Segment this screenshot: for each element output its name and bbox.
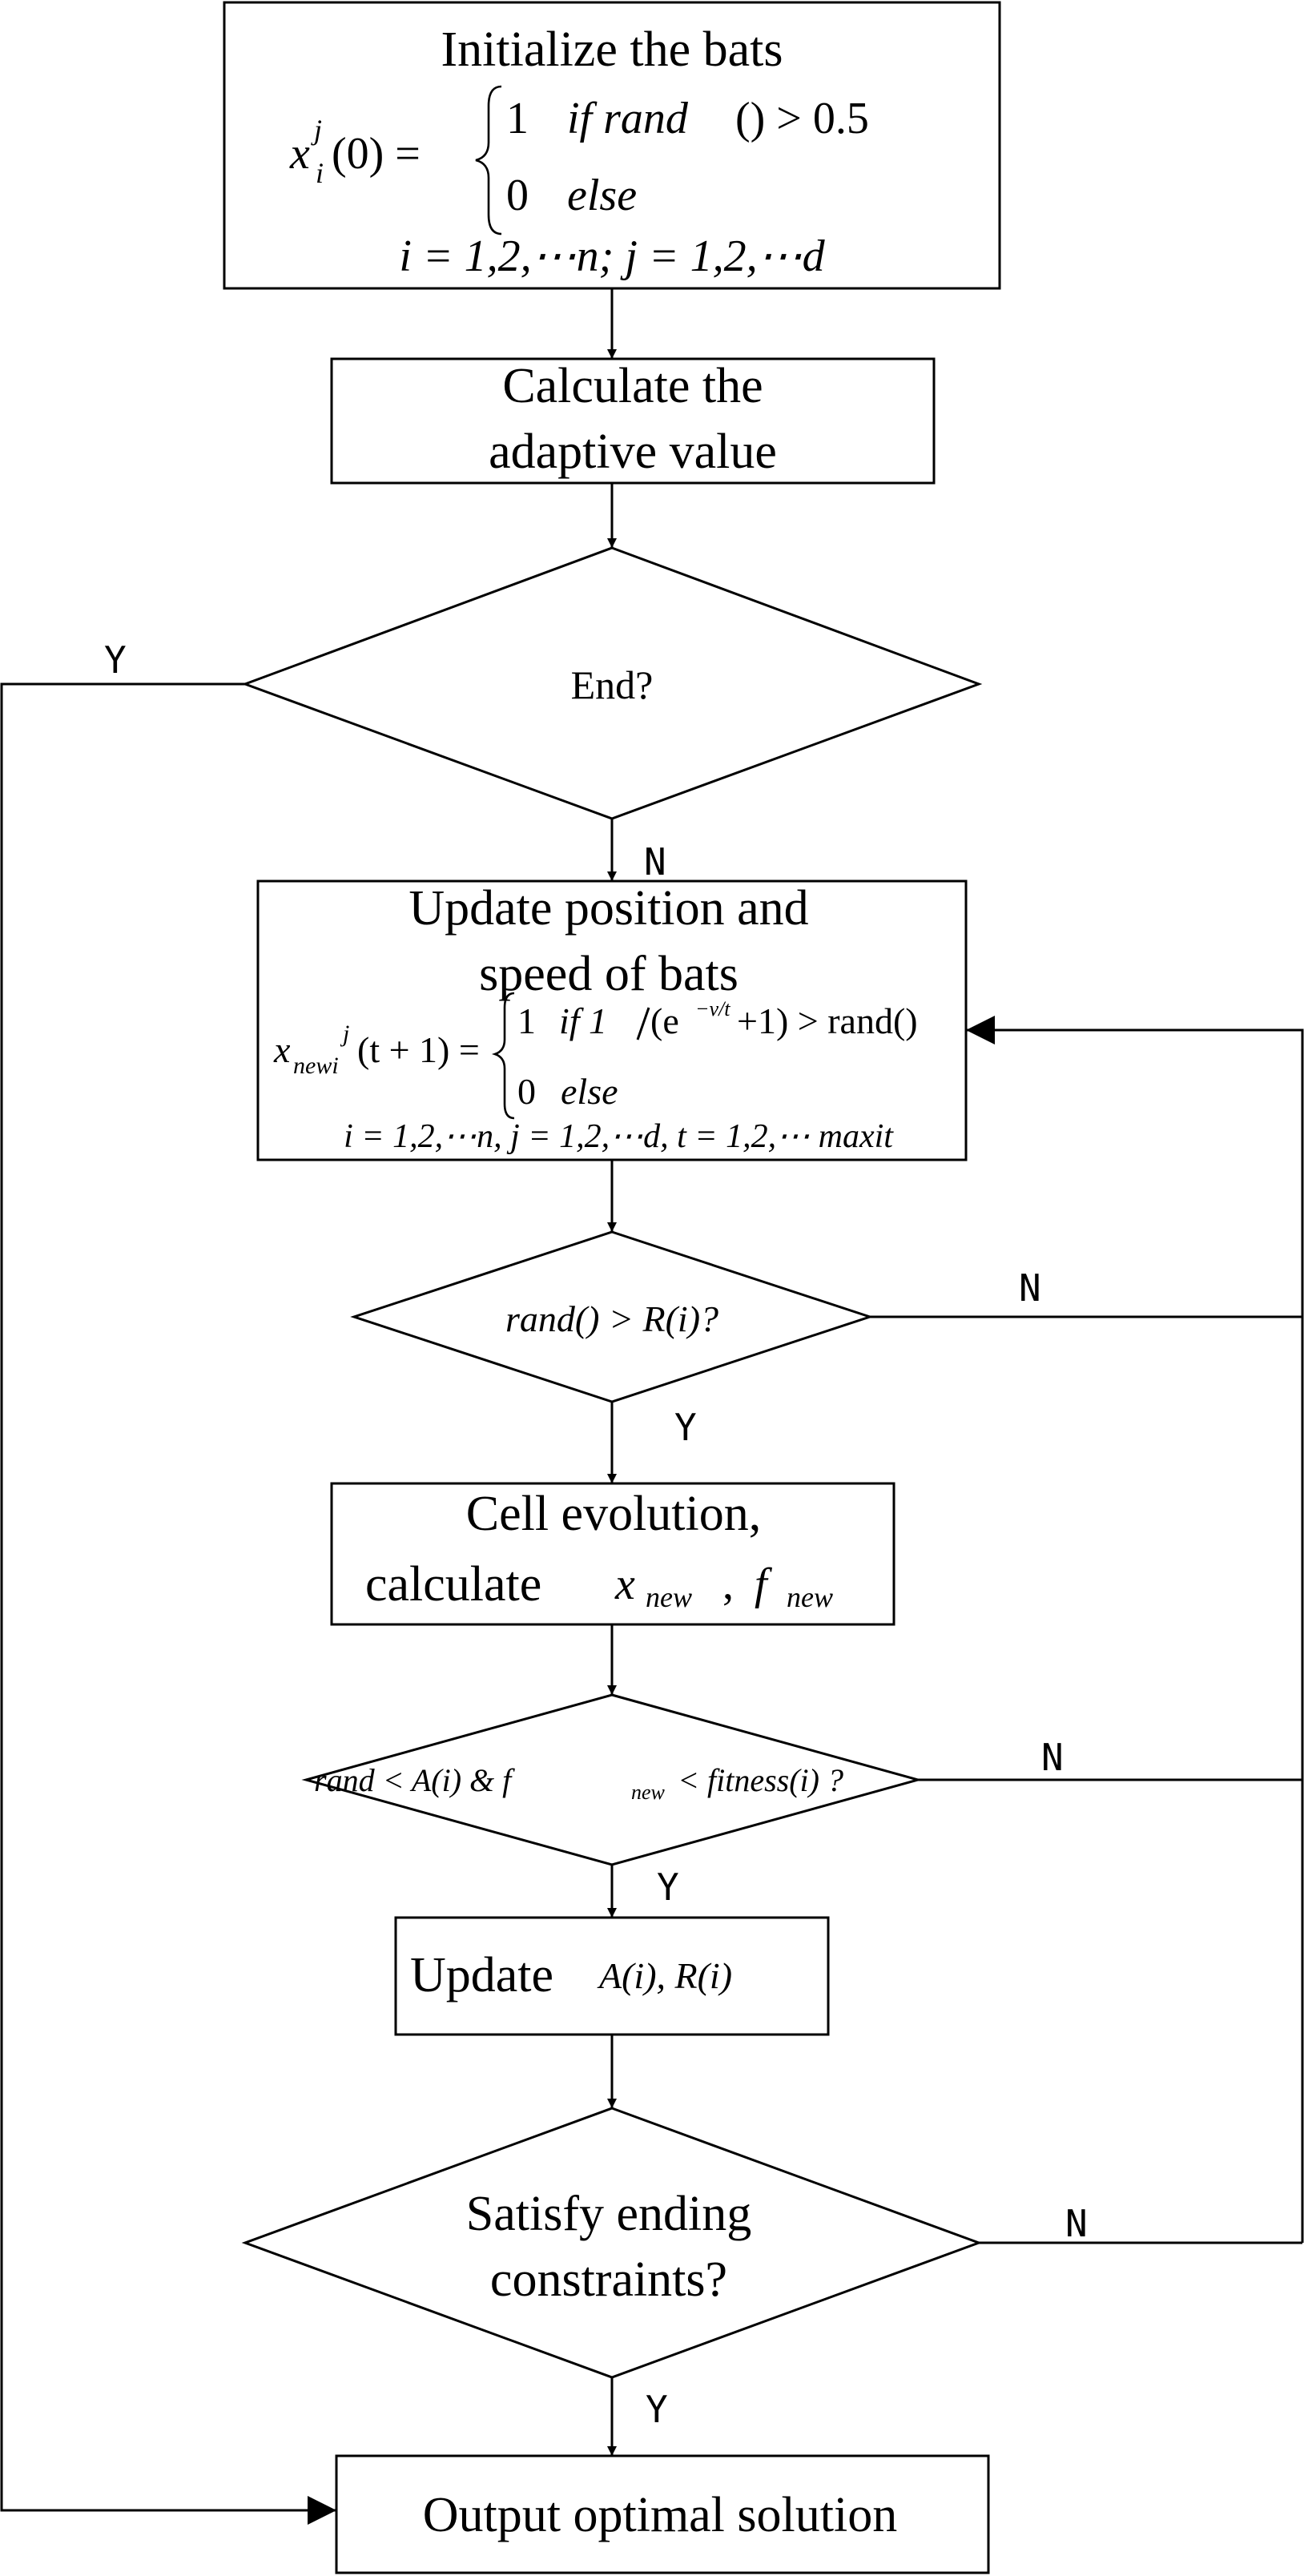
- accept-yes-label: Y: [657, 1866, 679, 1909]
- arrow-end-yes-to-output: [0, 682, 336, 2525]
- svg-text:i: i: [316, 157, 324, 189]
- end-decision: End?: [241, 546, 983, 820]
- svg-text:+1) > rand(): +1) > rand(): [737, 1000, 918, 1041]
- svg-text:x: x: [273, 1029, 291, 1070]
- brace: [475, 85, 502, 235]
- update-line2: speed of bats: [479, 947, 739, 1001]
- svg-text:rand < A(i) & f: rand < A(i) & f: [314, 1762, 515, 1798]
- svg-text:(e: (e: [650, 1000, 679, 1041]
- end-yes-label: Y: [104, 638, 127, 682]
- svg-text:< fitness(i) ?: < fitness(i) ?: [678, 1762, 843, 1798]
- rand-no-label: N: [1019, 1266, 1041, 1310]
- satisfy-line1: Satisfy ending: [466, 2187, 751, 2241]
- initialize-box: Initialize the bats x j i (0) = 1 if ran…: [223, 1, 1001, 290]
- svg-text:j: j: [340, 1020, 349, 1047]
- svg-text:new: new: [631, 1781, 666, 1804]
- rand-decision-label: rand() > R(i)?: [505, 1298, 718, 1339]
- cell-evolution-box: Cell evolution, calculate x new , f new: [330, 1482, 895, 1626]
- calculate-box: Calculate the adaptive value: [330, 357, 936, 485]
- update-line1: Update position and: [409, 881, 808, 936]
- calculate-line1: Calculate the: [502, 359, 763, 413]
- svg-text:if 1: if 1: [559, 1000, 607, 1041]
- svg-text:x: x: [614, 1560, 635, 1609]
- update-ar-box: Update A(i), R(i): [394, 1916, 830, 2036]
- rand-yes-label: Y: [674, 1406, 697, 1449]
- cell-line1: Cell evolution,: [466, 1487, 762, 1541]
- update-range: i = 1,2,⋯n, j = 1,2,⋯d, t = 1,2,⋯ maxit: [344, 1118, 894, 1155]
- satisfy-no-label: N: [1065, 2202, 1088, 2245]
- accept-no-label: N: [1041, 1736, 1064, 1779]
- update-position-box: Update position and speed of bats x newi…: [256, 879, 968, 1161]
- update-ar-word: Update: [410, 1948, 553, 2002]
- output-label: Output optimal solution: [423, 2488, 897, 2542]
- svg-text:else: else: [561, 1071, 618, 1112]
- svg-text:else: else: [567, 171, 637, 220]
- update-equation: x newi j (t + 1) = 1 if 1 (e −v/t +1) > …: [273, 992, 918, 1120]
- satisfy-decision: Satisfy ending constraints?: [241, 2107, 983, 2379]
- cell-line2: calculate: [365, 1557, 541, 1612]
- svg-text:(0) =: (0) =: [332, 129, 421, 179]
- initialize-equation: x j i (0) = 1 if rand () > 0.5 0 else: [289, 85, 869, 235]
- svg-text:j: j: [311, 114, 322, 146]
- satisfy-yes-label: Y: [646, 2388, 668, 2431]
- svg-text:x: x: [289, 129, 310, 179]
- satisfy-line2: constraints?: [490, 2252, 727, 2307]
- brace: [491, 992, 515, 1120]
- update-ar-params: A(i), R(i): [597, 1955, 732, 1996]
- initialize-title: Initialize the bats: [441, 22, 783, 77]
- svg-text:1: 1: [517, 1000, 536, 1041]
- arrow-feedback-to-update: [966, 1016, 1304, 2243]
- svg-text:,: ,: [722, 1560, 734, 1609]
- svg-text:newi: newi: [293, 1053, 339, 1079]
- calculate-line2: adaptive value: [489, 425, 777, 479]
- svg-text:−v/t: −v/t: [695, 997, 730, 1020]
- svg-text:() > 0.5: () > 0.5: [735, 94, 869, 143]
- svg-text:if rand: if rand: [567, 94, 689, 143]
- svg-text:new: new: [646, 1581, 692, 1613]
- svg-text:new: new: [787, 1581, 833, 1613]
- svg-text:0: 0: [506, 171, 529, 220]
- end-no-label: N: [644, 840, 666, 883]
- initialize-range: i = 1,2,⋯n; j = 1,2,⋯d: [399, 231, 825, 281]
- fraction-slash: [636, 1007, 650, 1040]
- svg-text:1: 1: [506, 94, 529, 143]
- svg-text:0: 0: [517, 1071, 536, 1112]
- output-box: Output optimal solution: [335, 2454, 990, 2574]
- accept-decision: rand < A(i) & f new < fitness(i) ?: [301, 1693, 923, 1866]
- rand-decision: rand() > R(i)?: [350, 1230, 874, 1403]
- end-decision-label: End?: [571, 662, 654, 707]
- accept-decision-label: rand < A(i) & f new < fitness(i) ?: [314, 1762, 843, 1804]
- svg-text:(t + 1) =: (t + 1) =: [357, 1029, 480, 1070]
